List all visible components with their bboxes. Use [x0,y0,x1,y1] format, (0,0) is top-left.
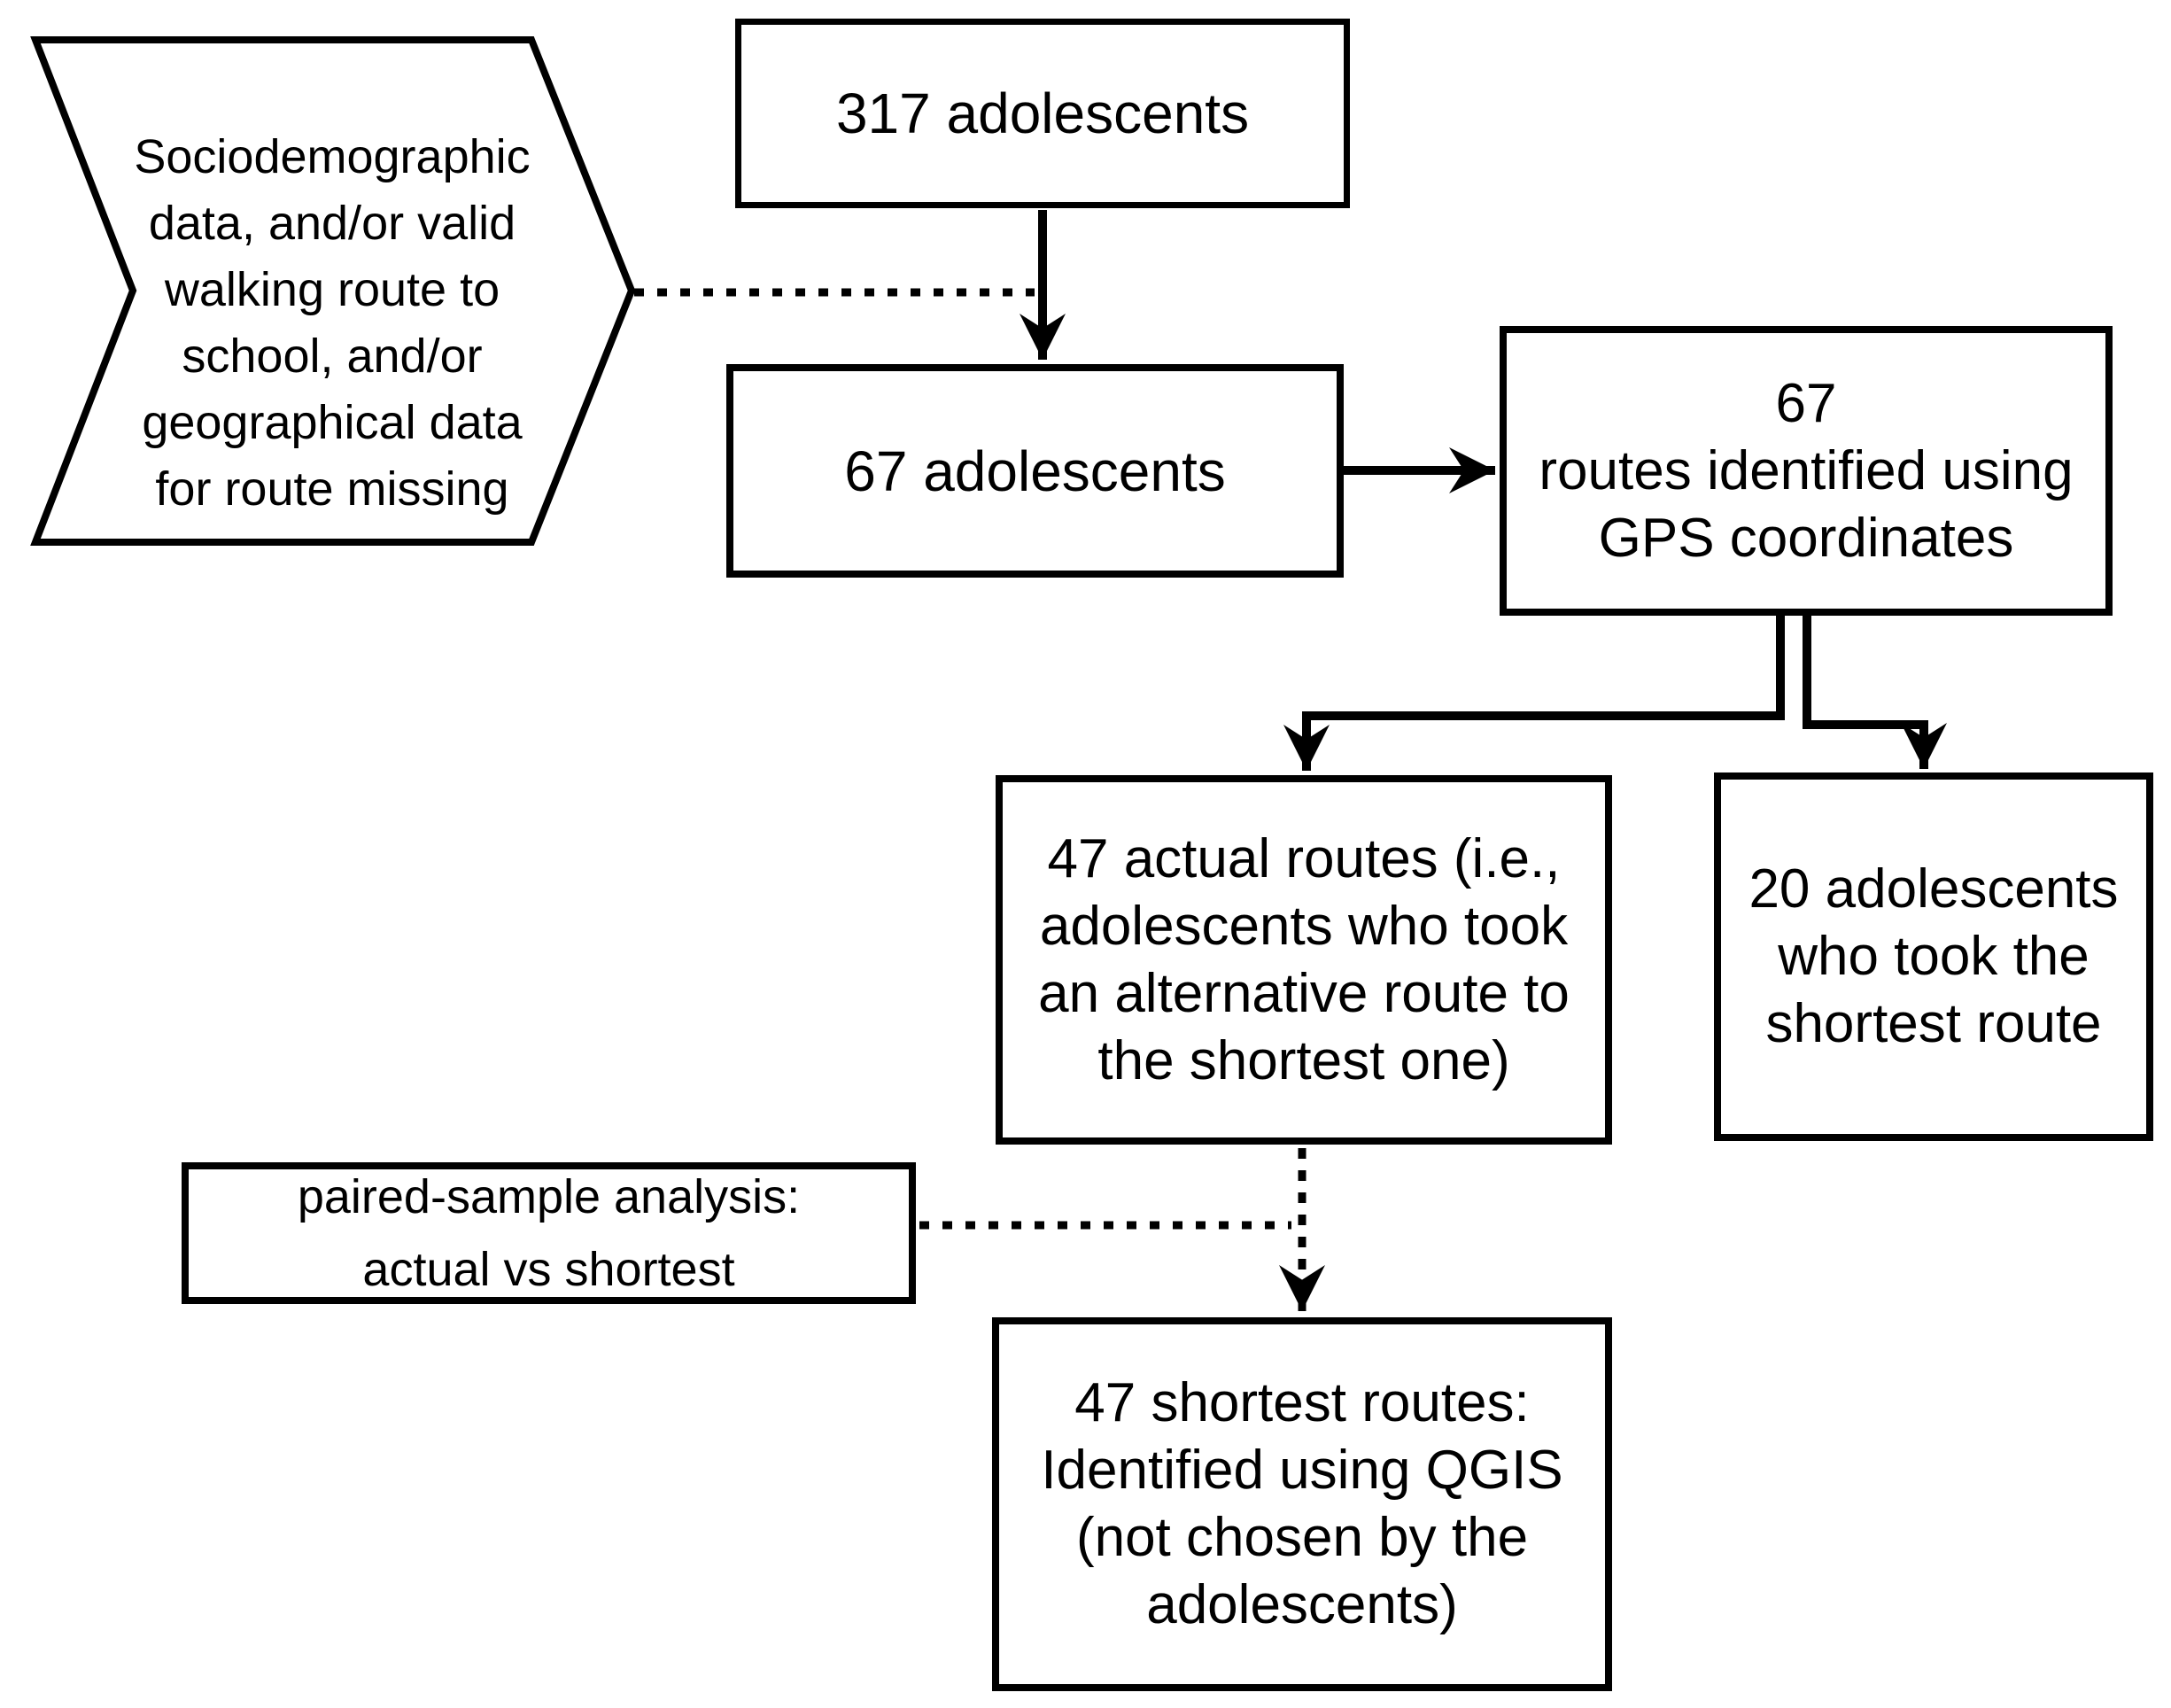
node-shortest-route-takers: 20 adolescents who took the shortest rou… [1714,772,2153,1141]
node-text-line: walking route to [164,263,500,316]
node-text-line: who took the [1778,926,2090,987]
node-text-line: 47 actual routes (i.e., [1047,827,1561,889]
node-text-line: Identified using QGIS [1041,1440,1563,1501]
node-text-line: the shortest one) [1097,1029,1510,1091]
node-exclusion-note: Sociodemographic data, and/or valid walk… [75,124,589,523]
node-included-adolescents: 67 adolescents [726,364,1344,578]
node-text-line: actual vs shortest [362,1243,735,1296]
node-text-line: 67 [1775,372,1837,434]
node-text-line: paired-sample analysis: [297,1170,801,1223]
node-text-line: 20 adolescents [1748,858,2119,920]
node-text-line: an alternative route to [1038,962,1570,1024]
node-text-line: routes identified using [1539,439,2074,501]
exclusion-chevron-shape [30,36,636,546]
node-text-line: shortest route [1765,993,2102,1054]
node-text-line: 317 adolescents [835,82,1250,145]
node-actual-routes: 47 actual routes (i.e., adolescents who … [996,775,1612,1145]
arrow-routes-to-actual [1283,614,1785,771]
node-text-line: data, and/or valid [148,197,516,250]
node-text-line: 47 shortest routes: [1074,1372,1530,1433]
node-text-line: adolescents who took [1039,895,1569,957]
node-text-line: GPS coordinates [1598,507,2014,569]
node-text-line: school, and/or [182,330,483,383]
node-shortest-routes-qgis: 47 shortest routes: Identified using QGI… [992,1317,1612,1691]
node-total-adolescents: 317 adolescents [735,19,1350,208]
node-routes-identified: 67 routes identified using GPS coordinat… [1500,326,2113,616]
node-text-line: 67 adolescents [844,439,1226,503]
node-text-line: (not chosen by the [1075,1507,1529,1568]
arrow-routes-to-shortest-takers [1803,614,1947,769]
node-text-line: for route missing [155,462,509,516]
node-text-line: adolescents) [1146,1574,1458,1635]
node-text-line: geographical data [142,396,523,449]
node-paired-sample-analysis: paired-sample analysis: actual vs shorte… [182,1162,916,1304]
node-text-line: Sociodemographic [134,130,531,183]
